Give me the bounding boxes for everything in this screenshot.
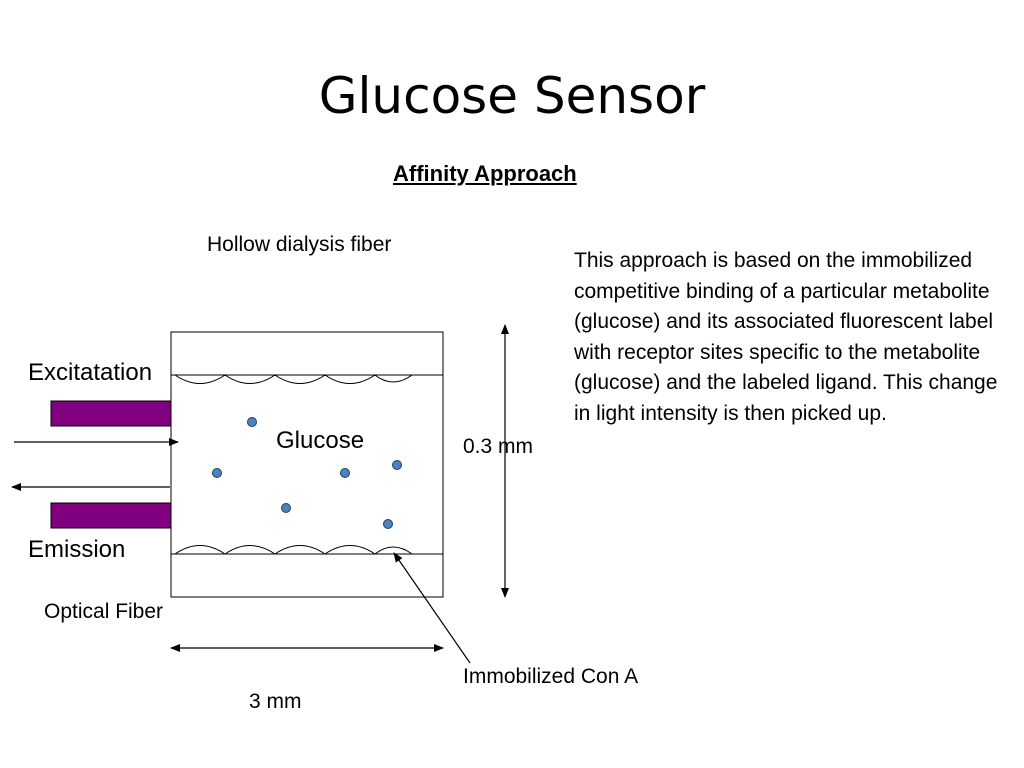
con-a-top-scallops xyxy=(174,374,413,384)
glucose-dot xyxy=(392,460,402,470)
optical-fiber-band-bottom xyxy=(50,502,172,529)
con-a-pointer-arrow xyxy=(393,552,471,664)
optical-fiber-band-top xyxy=(50,400,172,427)
con-a-bottom-scallops xyxy=(174,545,413,555)
slide-subtitle: Affinity Approach xyxy=(393,161,577,186)
height-dimension-label: 0.3 mm xyxy=(463,435,534,458)
glucose-dot xyxy=(281,503,291,513)
slide-title: Glucose Sensor xyxy=(318,67,706,125)
approach-description: This approach is based on the immobilize… xyxy=(574,249,998,425)
optical-fiber-label: Optical Fiber xyxy=(44,600,164,623)
hollow-fiber-label: Hollow dialysis fiber xyxy=(207,233,392,256)
glucose-molecules xyxy=(212,417,402,529)
excitation-label: Excitatation xyxy=(28,359,153,386)
immobilized-con-a-label: Immobilized Con A xyxy=(463,665,639,688)
hollow-fiber-box xyxy=(170,331,444,598)
glucose-dot xyxy=(383,519,393,529)
glucose-dot xyxy=(340,468,350,478)
glucose-label: Glucose xyxy=(276,427,365,454)
width-dimension-label: 3 mm xyxy=(249,690,302,713)
glucose-dot xyxy=(247,417,257,427)
emission-label: Emission xyxy=(28,536,126,563)
glucose-dot xyxy=(212,468,222,478)
